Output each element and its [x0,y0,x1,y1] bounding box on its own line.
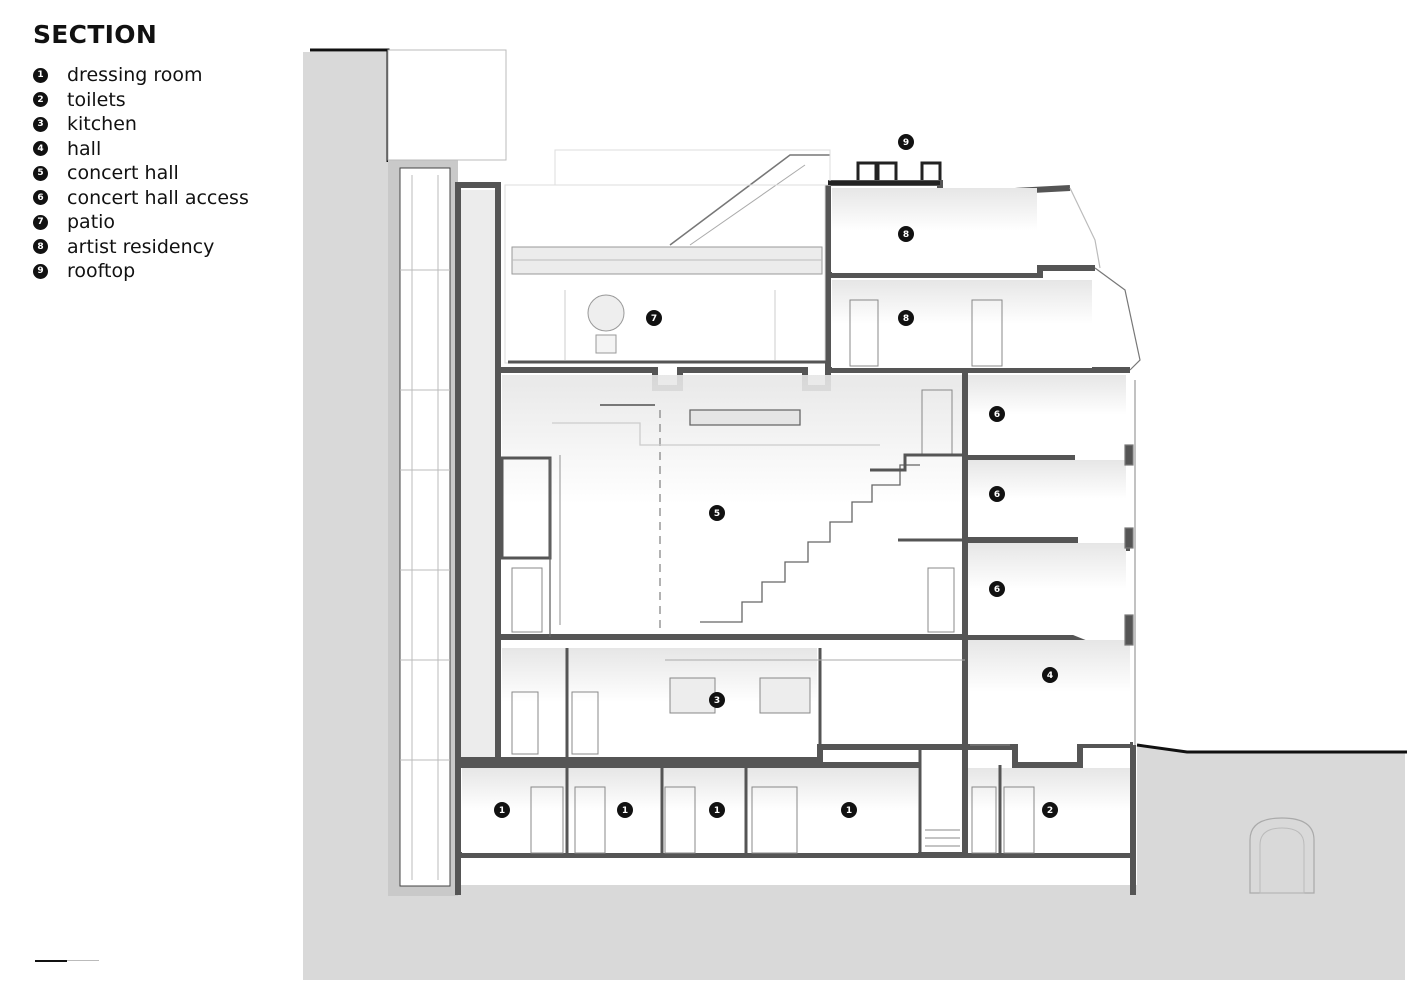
svg-text:8: 8 [903,230,909,240]
legend-number: 6 [33,190,48,206]
svg-text:8: 8 [903,314,909,324]
legend-list: 1 dressing room 2 toilets 3 kitchen 4 hall 5… [33,63,293,284]
marker-kitchen: 3 [709,692,725,708]
arch-niche [1249,817,1315,894]
legend-item-concert-hall: 5 concert hall [33,161,293,186]
basement-stair [925,744,1010,847]
rooms [462,188,1130,853]
scale-bar [35,960,99,963]
legend-label: kitchen [67,113,137,136]
svg-text:1: 1 [714,806,720,816]
marker-dressing-room-3: 1 [709,802,725,818]
svg-text:1: 1 [499,806,505,816]
kitchen-cabinets [665,659,965,714]
marker-concert-hall: 5 [709,505,725,521]
legend-label: dressing room [67,64,203,87]
legend-item-kitchen: 3 kitchen [33,112,293,137]
marker-concert-hall-access-2: 6 [989,486,1005,502]
legend-label: concert hall access [67,186,249,209]
marker-artist-residency-2: 8 [898,310,914,326]
legend-number: 1 [33,67,48,83]
rooftop-railing [828,161,942,185]
marker-concert-hall-access-3: 6 [989,581,1005,597]
legend-item-concert-hall-access: 6 concert hall access [33,186,293,211]
marker-dressing-room-4: 1 [841,802,857,818]
legend-number: 4 [33,141,48,157]
right-facade [1069,187,1141,745]
marker-artist-residency-1: 8 [898,226,914,242]
legend-number: 7 [33,214,48,230]
legend-label: patio [67,211,116,234]
marker-patio: 7 [646,310,662,326]
svg-text:7: 7 [651,314,657,324]
patio [504,149,831,364]
concert-hall-interior [500,404,962,637]
scale-bar-dark [35,960,67,962]
arch-niche-inner [1259,827,1305,894]
legend-label: concert hall [67,162,179,185]
legend-number: 8 [33,239,48,255]
kitchen-partitions [496,640,822,760]
svg-text:5: 5 [714,509,720,519]
marker-toilets: 2 [1042,802,1058,818]
legend-label: rooftop [67,260,136,283]
legend-number: 9 [33,263,48,279]
legend-item-toilets: 2 toilets [33,88,293,113]
basement-partitions [565,750,1002,855]
svg-text:4: 4 [1047,671,1053,681]
svg-text:6: 6 [994,410,1000,420]
legend-item-artist-residency: 8 artist residency [33,235,293,260]
legend-item-dressing-room: 1 dressing room [33,63,293,88]
marker-dressing-room-1: 1 [494,802,510,818]
svg-text:6: 6 [994,490,1000,500]
legend-item-rooftop: 9 rooftop [33,259,293,284]
svg-text:2: 2 [1047,806,1053,816]
legend-number: 5 [33,165,48,181]
marker-dressing-room-2: 1 [617,802,633,818]
legend-label: artist residency [67,235,215,258]
svg-text:1: 1 [622,806,628,816]
svg-text:1: 1 [846,806,852,816]
legend-number: 3 [33,116,48,132]
legend: SECTION 1 dressing room 2 toilets 3 kitchen… [33,20,293,284]
legend-item-patio: 7 patio [33,210,293,235]
marker-hall: 4 [1042,667,1058,683]
svg-text:3: 3 [714,696,720,706]
marker-concert-hall-access-1: 6 [989,406,1005,422]
room-markers: 1 1 1 1 2 3 4 5 6 6 6 7 8 8 9 [494,134,1058,818]
svg-text:6: 6 [994,585,1000,595]
scale-bar-light [67,960,99,961]
legend-item-hall: 4 hall [33,137,293,162]
legend-label: hall [67,137,102,160]
marker-rooftop: 9 [898,134,914,150]
legend-label: toilets [67,88,126,111]
legend-number: 2 [33,92,48,108]
svg-text:9: 9 [903,138,909,148]
legend-title: SECTION [33,20,158,49]
